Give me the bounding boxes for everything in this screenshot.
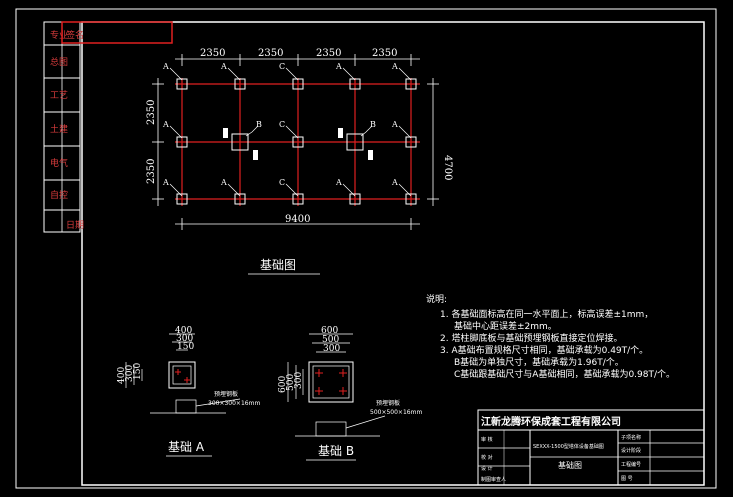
label: C <box>279 178 285 187</box>
label: A <box>391 120 398 129</box>
label: A <box>162 62 169 71</box>
detail-note: 预埋钢板 <box>376 399 400 407</box>
company-name: 江新龙腾环保成套工程有限公司 <box>481 415 621 428</box>
tb-label: 校 对 <box>481 454 493 461</box>
inner-frame <box>81 21 705 486</box>
dim-right: 4700 <box>442 155 453 180</box>
sidebar-signoff: 专业 签名 总图 工艺 土建 电气 自控 日期 <box>43 21 84 233</box>
label: C <box>279 120 285 129</box>
sidebar-label: 土建 <box>50 123 68 135</box>
dim: 150 <box>177 342 194 352</box>
dim: 400 <box>117 367 127 384</box>
tb-label: 工程编号 <box>621 461 641 468</box>
sidebar-label: 专业 <box>50 29 68 41</box>
dim: 150 <box>133 363 143 380</box>
label: B <box>370 120 376 129</box>
project-name: SEXXX-1500型塔体设备基础图 <box>533 443 604 450</box>
label: A <box>220 178 227 187</box>
dim-top-4: 2350 <box>372 48 397 59</box>
label: A <box>162 178 169 187</box>
dim: 500 <box>322 335 339 345</box>
outer-frame <box>15 8 717 489</box>
note-line: B基础为单独尺寸，基础承载为1.96T/个。 <box>454 356 624 368</box>
detail-a: 400 300 150 400 300 150 预埋钢板 300×300×16m… <box>117 326 260 457</box>
dim: 500 <box>286 374 296 391</box>
foundation-plan: 2350 2350 2350 2350 9400 2350 2350 4700 <box>146 48 453 275</box>
label: A <box>391 62 398 71</box>
tb-label: 审 核 <box>481 436 493 443</box>
drawing-name: 基础图 <box>558 460 582 470</box>
dim: 600 <box>321 326 338 336</box>
detail-a-title: 基础 A <box>168 440 205 454</box>
detail-b: 600 500 300 600 500 300 预埋钢板 500×500×16m… <box>278 326 422 461</box>
label: A <box>335 62 342 71</box>
notes-block: 说明: 1. 各基础面标高在同一水平面上，标高误差±1mm， 基础中心距误差±2… <box>426 293 675 380</box>
selection-highlight <box>61 21 173 44</box>
dim: 300 <box>125 365 135 382</box>
dim-top-2: 2350 <box>258 48 283 59</box>
title-block: 江新龙腾环保成套工程有限公司 SEXXX-1500型塔体设备基础图 基础图 审 … <box>477 409 705 486</box>
sidebar-label: 电气 <box>50 157 68 169</box>
tb-label: 子项名称 <box>621 434 641 441</box>
dim: 400 <box>175 326 192 336</box>
label: A <box>391 178 398 187</box>
dim-top-3: 2350 <box>316 48 341 59</box>
note-line: C基础跟基础尺寸与A基础相同，基础承载为0.98T/个。 <box>454 368 675 380</box>
dim: 600 <box>278 376 288 393</box>
sidebar-label: 自控 <box>50 189 68 201</box>
note-line: 3. A基础布置规格尺寸相同，基础承载为0.49T/个。 <box>440 344 648 356</box>
tb-label: 设 计 <box>481 465 493 472</box>
dim-left-2: 2350 <box>146 159 157 184</box>
tb-label: 图 号 <box>621 476 633 482</box>
dim-top-1: 2350 <box>200 48 225 59</box>
label: C <box>279 62 285 71</box>
label: A <box>220 62 227 71</box>
label: B <box>256 120 262 129</box>
note-line: 基础中心距误差±2mm。 <box>454 320 557 332</box>
dim: 300 <box>176 334 193 344</box>
note-line: 1. 各基础面标高在同一水平面上，标高误差±1mm， <box>440 308 653 320</box>
tb-label: 设计阶段 <box>621 447 641 454</box>
detail-note: 300×300×16mm <box>208 400 260 407</box>
dim-bottom: 9400 <box>285 214 310 225</box>
label: A <box>335 178 342 187</box>
sidebar-label: 日期 <box>66 220 84 231</box>
tb-label: 制图审查人 <box>481 476 506 483</box>
label: A <box>162 120 169 129</box>
sidebar-label: 工艺 <box>50 90 68 101</box>
plan-title: 基础图 <box>260 258 296 272</box>
note-line: 2. 塔柱脚底板与基础预埋钢板直接定位焊接。 <box>440 332 622 344</box>
sidebar-label: 签名 <box>66 29 84 41</box>
detail-b-title: 基础 B <box>318 444 354 458</box>
dim-left-1: 2350 <box>146 100 157 125</box>
notes-heading: 说明: <box>426 293 447 305</box>
detail-note: 500×500×16mm <box>370 409 422 416</box>
dim: 300 <box>323 344 340 354</box>
detail-note: 预埋钢板 <box>214 390 238 398</box>
sidebar-label: 总图 <box>50 56 68 68</box>
dim: 300 <box>294 372 304 389</box>
